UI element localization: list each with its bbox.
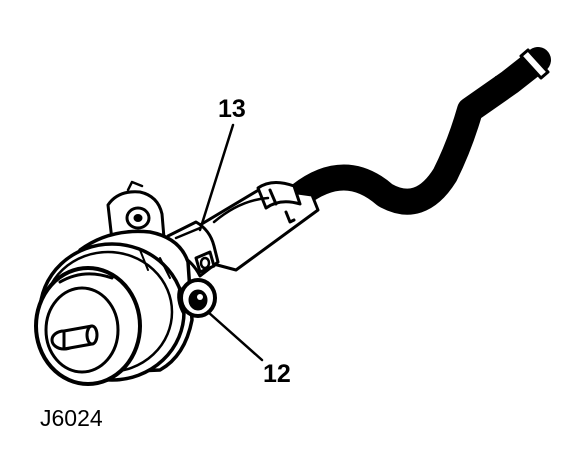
fuel-return-pipe bbox=[287, 47, 551, 215]
mounting-bracket bbox=[106, 180, 166, 242]
fuel-hose bbox=[193, 181, 320, 272]
regulator-housing bbox=[34, 229, 194, 386]
callout-13: 13 bbox=[218, 95, 246, 123]
leader-13 bbox=[198, 123, 235, 232]
callout-12: 12 bbox=[263, 360, 291, 388]
callout-leaders bbox=[198, 123, 264, 362]
o-ring bbox=[177, 278, 217, 318]
figure-id: J6024 bbox=[40, 405, 103, 431]
leader-12 bbox=[206, 310, 264, 362]
